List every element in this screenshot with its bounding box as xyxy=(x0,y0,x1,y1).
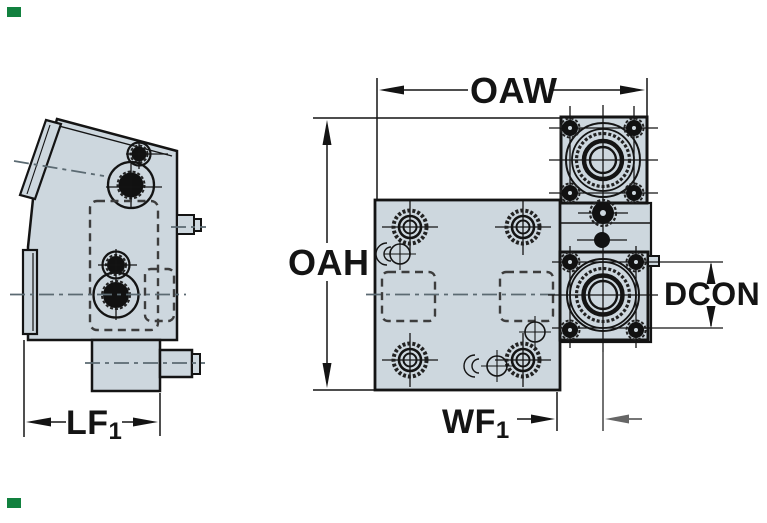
front-hidden-pocket-left xyxy=(380,270,437,323)
position-symbols xyxy=(375,238,551,382)
lf1-label: LF1 xyxy=(66,404,122,445)
flange-bolts xyxy=(559,117,645,204)
wf1-label: WF1 xyxy=(442,403,509,444)
side-foot xyxy=(90,338,162,393)
side-foot-stub-tip xyxy=(191,353,201,375)
insert-pocket-inner-line xyxy=(26,124,51,195)
pin-dot xyxy=(594,232,610,248)
page-marker-top-left xyxy=(7,7,21,17)
wf1-dimension: WF1 xyxy=(442,392,642,444)
side-view xyxy=(10,117,206,393)
column-middle-features xyxy=(577,198,628,248)
front-view xyxy=(366,105,723,431)
page-marker-bottom-left xyxy=(7,498,21,508)
dcon-label: DCON xyxy=(664,276,760,312)
front-hidden-pocket-right xyxy=(498,270,555,323)
side-upper-stub xyxy=(176,214,195,235)
target-symbol xyxy=(463,350,513,382)
lower-coupling xyxy=(548,246,723,431)
plate-screw-holes xyxy=(382,199,551,387)
insert-pocket xyxy=(18,118,63,201)
side-clamp-face xyxy=(21,248,39,336)
lf1-dimension: LF1 xyxy=(23,340,161,445)
side-upper-screws xyxy=(106,140,168,210)
screw-hole xyxy=(382,333,438,387)
dcon-dimension: DCON xyxy=(664,262,760,328)
side-top-inner-edge xyxy=(58,125,173,157)
screw-hole xyxy=(495,199,551,255)
wf1-gray-arrow xyxy=(605,414,629,424)
oaw-dimension: OAW xyxy=(376,70,648,199)
hidden-pocket-large xyxy=(88,199,160,332)
screw-hole xyxy=(382,199,438,255)
oaw-label: OAW xyxy=(470,70,558,111)
flange-bolts xyxy=(559,251,647,341)
screw-hole xyxy=(495,333,551,387)
hidden-pocket-small xyxy=(143,267,176,323)
oah-dimension: OAH xyxy=(288,117,560,391)
target-symbol xyxy=(519,316,551,348)
upper-coupling xyxy=(549,105,658,247)
side-upper-stub-tip xyxy=(193,218,202,232)
oah-label: OAH xyxy=(288,242,370,283)
target-symbol xyxy=(375,238,416,270)
coupling-tab xyxy=(647,255,660,267)
